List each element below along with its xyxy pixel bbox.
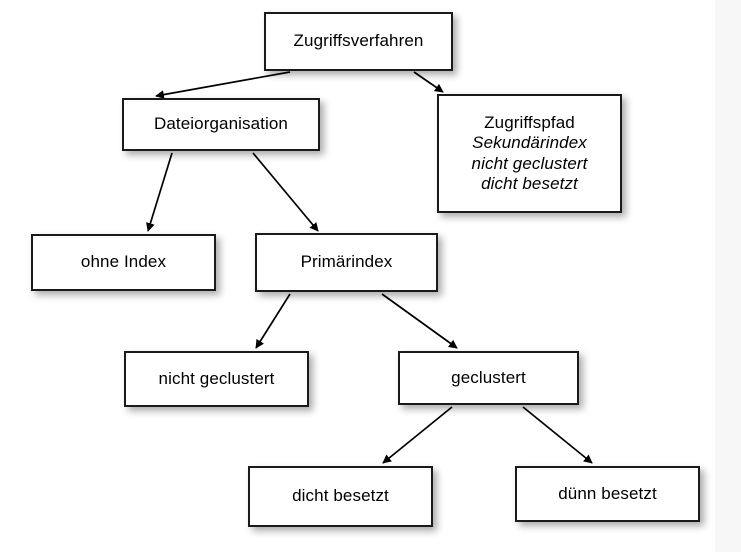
node-ohne-index-label: ohne Index [80, 252, 167, 272]
node-dateiorganisation[interactable]: Dateiorganisation [122, 98, 320, 151]
edge-geclustert-to-duenn-besetzt [522, 406, 593, 464]
node-primaerindex-label: Primärindex [300, 252, 393, 272]
node-duenn-besetzt-label: dünn besetzt [558, 483, 657, 503]
node-dateiorganisation-label: Dateiorganisation [153, 114, 288, 134]
node-duenn-besetzt[interactable]: dünn besetzt [515, 466, 700, 522]
node-zugriffsverfahren-label: Zugriffsverfahren [293, 31, 424, 51]
node-zugriffspfad-label: dicht besetzt [481, 173, 578, 193]
node-primaerindex[interactable]: Primärindex [255, 233, 438, 292]
right-side-panel-strip [715, 0, 741, 552]
edge-dateiorganisation-to-ohne-index [146, 152, 173, 232]
node-zugriffspfad-label: Zugriffspfad [484, 113, 575, 133]
edge-geclustert-to-dicht-besetzt [382, 406, 453, 464]
node-nicht-geclustert[interactable]: nicht geclustert [124, 351, 309, 407]
node-nicht-geclustert-label: nicht geclustert [158, 368, 275, 388]
node-ohne-index[interactable]: ohne Index [31, 234, 216, 291]
node-zugriffspfad-label: Sekundärindex [472, 133, 587, 153]
node-zugriffspfad-label: nicht geclustert [471, 153, 588, 173]
edge-dateiorganisation-to-primaerindex [252, 152, 319, 232]
edge-zugriffsverfahren-to-zugriffspfad [413, 71, 444, 93]
node-dicht-besetzt-label: dicht besetzt [292, 486, 389, 506]
node-zugriffsverfahren[interactable]: Zugriffsverfahren [264, 12, 453, 71]
edge-zugriffsverfahren-to-dateiorganisation [155, 71, 291, 99]
edge-primaerindex-to-nicht-geclustert [255, 293, 291, 349]
node-dicht-besetzt[interactable]: dicht besetzt [248, 466, 433, 527]
node-geclustert-label: geclustert [451, 367, 526, 387]
edge-primaerindex-to-geclustert [381, 293, 458, 349]
node-geclustert[interactable]: geclustert [398, 351, 579, 405]
